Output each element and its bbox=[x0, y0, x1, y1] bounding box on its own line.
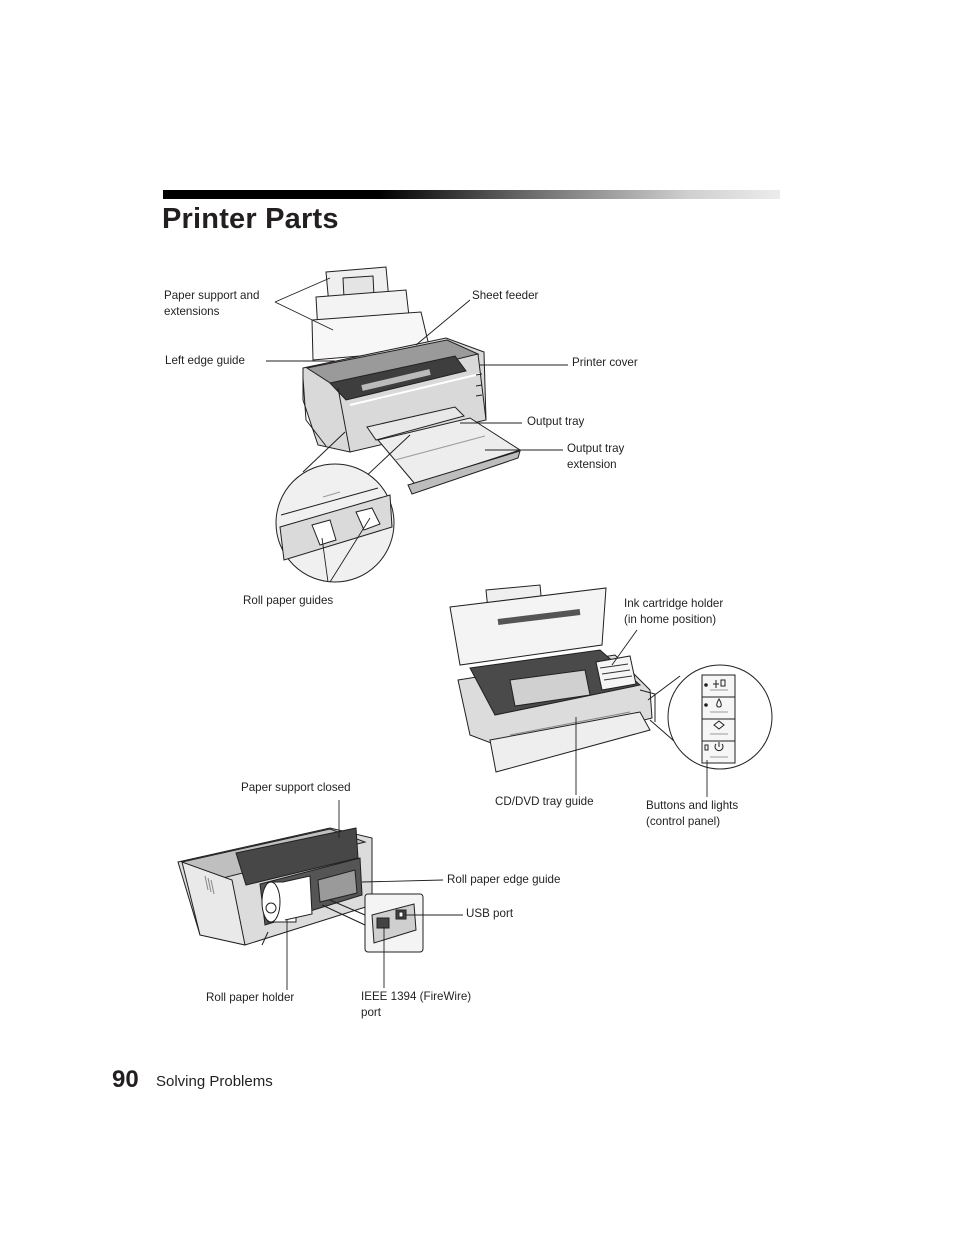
section-header-bar bbox=[163, 190, 780, 199]
label-line: Output tray bbox=[567, 442, 625, 455]
label-usb-port: USB port bbox=[466, 907, 514, 920]
label-line: (control panel) bbox=[646, 814, 721, 828]
label-line: (in home position) bbox=[624, 612, 717, 626]
label-roll-paper-edge-guide: Roll paper edge guide bbox=[447, 873, 561, 886]
label-paper-support: Paper support and extensions bbox=[164, 288, 259, 319]
port-inset bbox=[321, 893, 424, 953]
printer-cover-open-view bbox=[449, 584, 656, 773]
power-icon bbox=[704, 742, 724, 752]
label-buttons-and-lights: Buttons and lights (control panel) bbox=[646, 798, 738, 829]
label-left-edge-guide: Left edge guide bbox=[165, 354, 245, 367]
paper-feed-icon bbox=[713, 720, 725, 730]
label-output-tray-extension: Output tray extension bbox=[567, 441, 624, 472]
leader-lines bbox=[266, 277, 708, 990]
printer-front-view bbox=[302, 266, 522, 495]
label-roll-paper-holder: Roll paper holder bbox=[206, 991, 295, 1004]
label-line: Ink cartridge holder bbox=[624, 597, 724, 610]
label-ink-cartridge-holder: Ink cartridge holder (in home position) bbox=[624, 596, 723, 627]
roll-paper-cut-icon bbox=[713, 679, 726, 688]
label-printer-cover: Printer cover bbox=[572, 356, 638, 369]
page-title: Printer Parts bbox=[162, 203, 339, 235]
label-line: port bbox=[361, 1005, 381, 1019]
label-line: extensions bbox=[164, 304, 220, 318]
label-output-tray: Output tray bbox=[527, 415, 585, 428]
label-cd-dvd-tray-guide: CD/DVD tray guide bbox=[495, 795, 594, 808]
roll-paper-guides-magnifier bbox=[275, 431, 411, 583]
label-line: IEEE 1394 (FireWire) bbox=[361, 990, 472, 1003]
section-title: Solving Problems bbox=[156, 1073, 273, 1090]
label-ieee-port: IEEE 1394 (FireWire) port bbox=[361, 989, 471, 1020]
label-roll-paper-guides: Roll paper guides bbox=[243, 594, 334, 607]
label-line: Paper support and bbox=[164, 289, 260, 302]
ink-drop-icon bbox=[716, 698, 722, 708]
label-sheet-feeder: Sheet feeder bbox=[472, 289, 539, 302]
label-paper-support-closed: Paper support closed bbox=[241, 781, 351, 794]
label-line: extension bbox=[567, 457, 617, 471]
printer-rear-view bbox=[177, 827, 373, 946]
page-number: 90 bbox=[112, 1066, 139, 1093]
control-panel-magnifier bbox=[647, 664, 773, 770]
label-line: Buttons and lights bbox=[646, 799, 739, 812]
